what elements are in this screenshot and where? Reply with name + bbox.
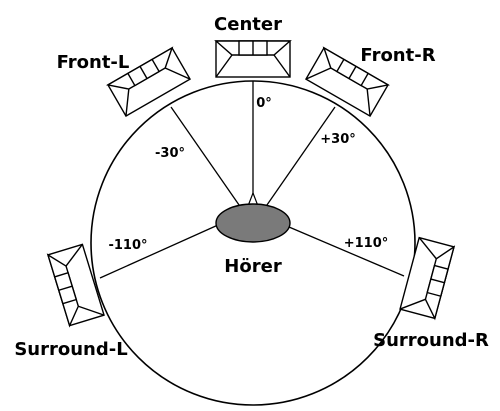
line-front-right xyxy=(259,106,336,216)
label-front-right: Front-R xyxy=(360,45,435,66)
label-surround-right: Surround-R xyxy=(373,330,489,351)
angle-surround-left: -110° xyxy=(108,238,147,253)
line-front-left xyxy=(170,106,247,216)
speaker-surround-right xyxy=(399,236,456,321)
listener-label: Hörer xyxy=(224,256,282,277)
label-center: Center xyxy=(214,14,282,35)
line-surround-right xyxy=(288,226,405,277)
angle-surround-right: +110° xyxy=(344,236,389,251)
label-surround-left: Surround-L xyxy=(14,339,127,360)
listener-head xyxy=(215,203,291,243)
angle-center: 0° xyxy=(256,96,272,111)
speaker-front-right xyxy=(305,46,391,118)
speaker-surround-left xyxy=(46,243,105,328)
speaker-center xyxy=(214,40,292,78)
angle-front-right: +30° xyxy=(320,132,355,147)
angle-front-left: -30° xyxy=(155,146,185,161)
speaker-front-left xyxy=(105,46,191,118)
label-front-left: Front-L xyxy=(57,52,130,73)
line-surround-left xyxy=(99,224,219,279)
